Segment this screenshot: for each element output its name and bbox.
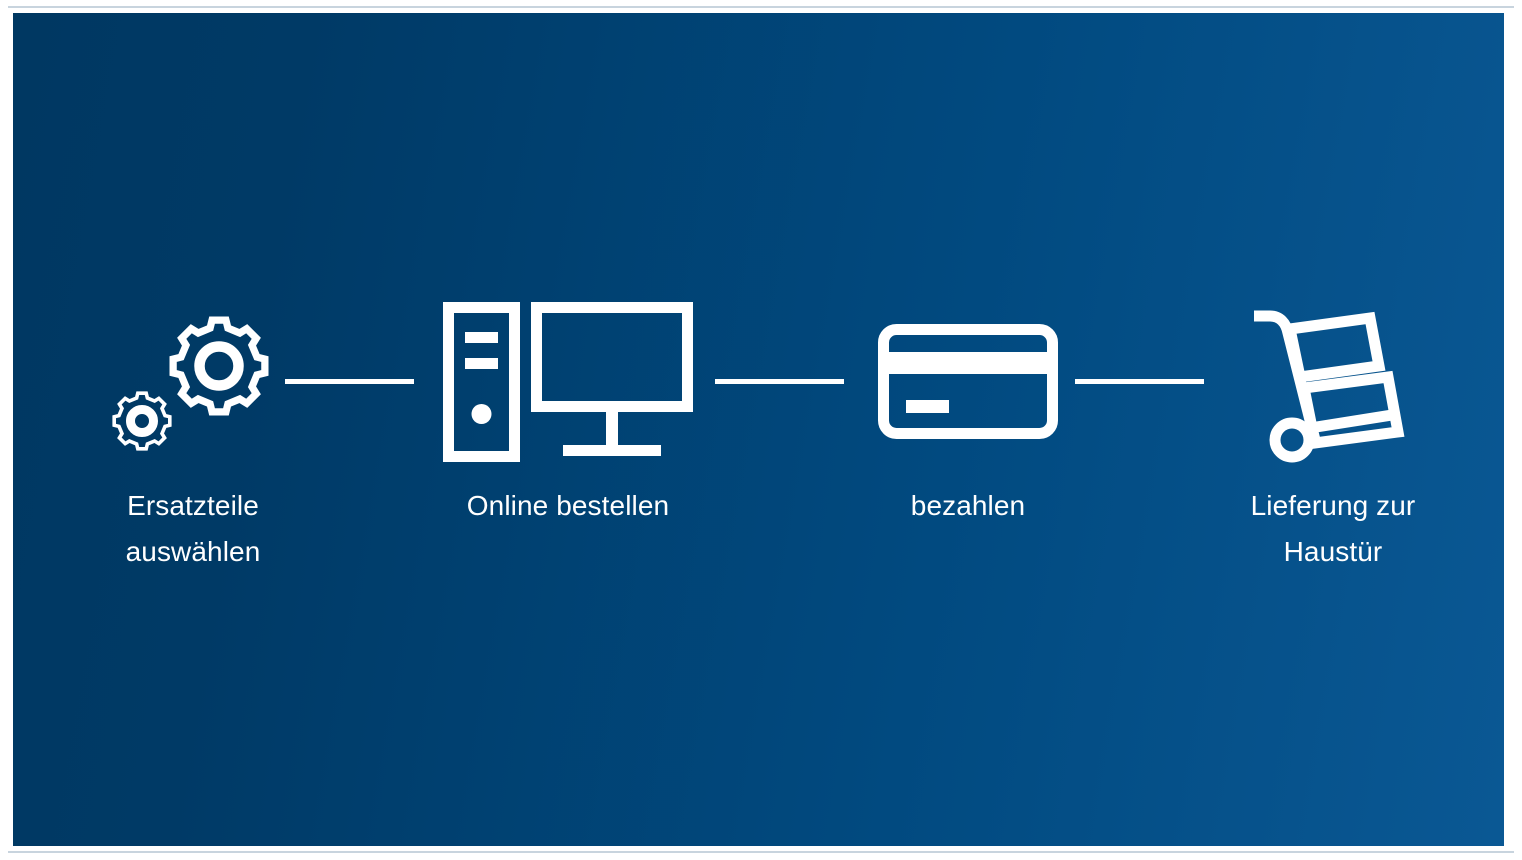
connector-line-1 bbox=[285, 379, 414, 384]
process-step-3-label: bezahlen bbox=[910, 490, 1026, 521]
gears-icon bbox=[43, 289, 343, 479]
hand-truck-delivery-icon bbox=[1183, 289, 1483, 479]
process-step-1[interactable]: Ersatzteile auswählen bbox=[43, 289, 343, 575]
bottom-divider-rule bbox=[8, 851, 1514, 853]
connector-line-3 bbox=[1075, 379, 1204, 384]
process-step-2-label: Online bestellen bbox=[466, 490, 670, 521]
process-step-4-label: Lieferung zur Haustür bbox=[1250, 490, 1416, 567]
desktop-computer-icon bbox=[418, 289, 718, 479]
process-steps: Ersatzteile auswählen bbox=[13, 13, 1504, 846]
process-step-4[interactable]: Lieferung zur Haustür bbox=[1183, 289, 1483, 575]
credit-card-icon bbox=[818, 289, 1118, 479]
process-step-2[interactable]: Online bestellen bbox=[418, 289, 718, 529]
process-step-1-label: Ersatzteile auswählen bbox=[125, 490, 261, 567]
process-step-3[interactable]: bezahlen bbox=[818, 289, 1118, 529]
top-divider-rule bbox=[8, 6, 1514, 8]
process-panel: Ersatzteile auswählen bbox=[13, 13, 1504, 846]
connector-line-2 bbox=[715, 379, 844, 384]
